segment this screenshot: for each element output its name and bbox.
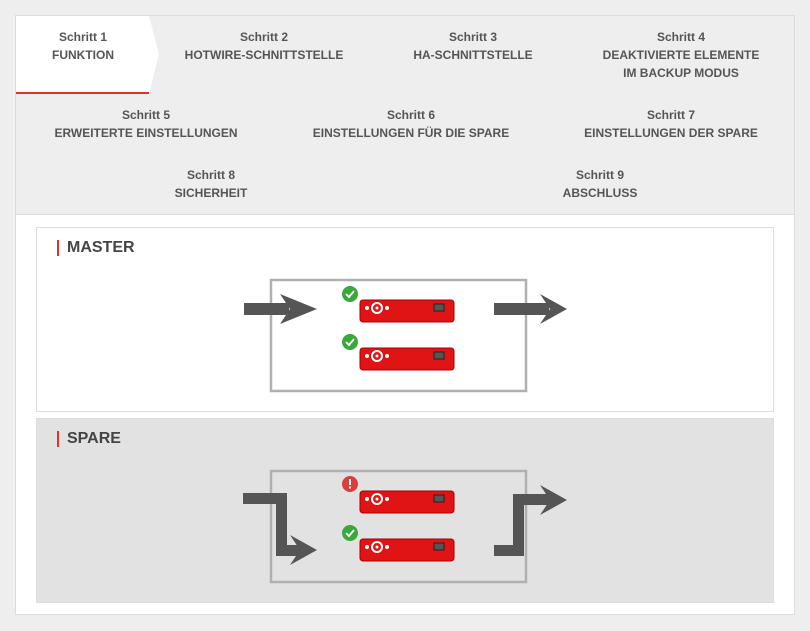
active-step-tab: [16, 16, 159, 94]
bent-input-arrow-icon: [243, 493, 317, 565]
wizard-frame: Schritt 1 FUNKTION Schritt 2 HOTWIRE-SCHNI…: [15, 15, 795, 615]
error-icon: [342, 476, 358, 492]
step-label: EINSTELLUNGEN FÜR DIE SPARE: [312, 126, 510, 140]
step-8[interactable]: Schritt 8 SICHERHEIT: [175, 166, 248, 202]
step-6[interactable]: Schritt 6 EINSTELLUNGEN FÜR DIE SPARE: [313, 106, 509, 142]
device-1-icon: [359, 490, 455, 514]
master-panel: MASTER: [36, 227, 774, 412]
step-label: ERWEITERTE EINSTELLUNGEN: [54, 126, 238, 140]
check-icon: [342, 334, 358, 350]
spare-panel: SPARE: [36, 418, 774, 603]
bent-output-arrow-icon: [494, 485, 567, 556]
step-label: HOTWIRE-SCHNITTSTELLE: [184, 48, 344, 62]
step-number: Schritt 2: [239, 30, 288, 44]
step-number: Schritt 4: [656, 30, 705, 44]
check-icon: [342, 525, 358, 541]
step-number: Schritt 6: [386, 108, 435, 122]
step-label-line2: IM BACKUP MODUS: [623, 66, 739, 80]
step-number: Schritt 1: [58, 30, 107, 44]
step-label: SICHERHEIT: [174, 186, 248, 200]
step-9[interactable]: Schritt 9 ABSCHLUSS: [563, 166, 638, 202]
device-2-icon: [359, 538, 455, 562]
step-number: Schritt 7: [646, 108, 696, 122]
step-label: DEAKTIVIERTE ELEMENTE: [602, 48, 760, 62]
device-2-icon: [359, 347, 455, 371]
step-3[interactable]: Schritt 3 HA-SCHNITTSTELLE: [413, 28, 532, 64]
master-diagram: [244, 278, 567, 393]
input-arrow-icon: [244, 294, 317, 324]
step-label: ABSCHLUSS: [562, 186, 638, 200]
step-4[interactable]: Schritt 4 DEAKTIVIERTE ELEMENTE IM BACKUP …: [603, 28, 760, 82]
spare-title: SPARE: [57, 431, 121, 447]
step-number: Schritt 3: [448, 30, 498, 44]
output-arrow-icon: [494, 294, 567, 324]
step-1[interactable]: Schritt 1 FUNKTION: [52, 28, 114, 64]
device-1-icon: [359, 299, 455, 323]
cluster-box: [269, 469, 528, 584]
step-number: Schritt 8: [186, 168, 235, 182]
step-5[interactable]: Schritt 5 ERWEITERTE EINSTELLUNGEN: [54, 106, 237, 142]
cluster-box: [269, 278, 528, 393]
step-number: Schritt 5: [121, 108, 170, 122]
step-label: EINSTELLUNGEN DER SPARE: [584, 126, 758, 140]
step-label: FUNKTION: [52, 48, 114, 62]
step-7[interactable]: Schritt 7 EINSTELLUNGEN DER SPARE: [584, 106, 758, 142]
check-icon: [342, 286, 358, 302]
step-number: Schritt 9: [575, 168, 625, 182]
step-label: HA-SCHNITTSTELLE: [413, 48, 533, 62]
step-navigation: Schritt 1 FUNKTION Schritt 2 HOTWIRE-SCHNI…: [16, 16, 794, 215]
spare-diagram: [243, 469, 567, 584]
step-2[interactable]: Schritt 2 HOTWIRE-SCHNITTSTELLE: [185, 28, 344, 64]
master-title: MASTER: [57, 240, 135, 256]
